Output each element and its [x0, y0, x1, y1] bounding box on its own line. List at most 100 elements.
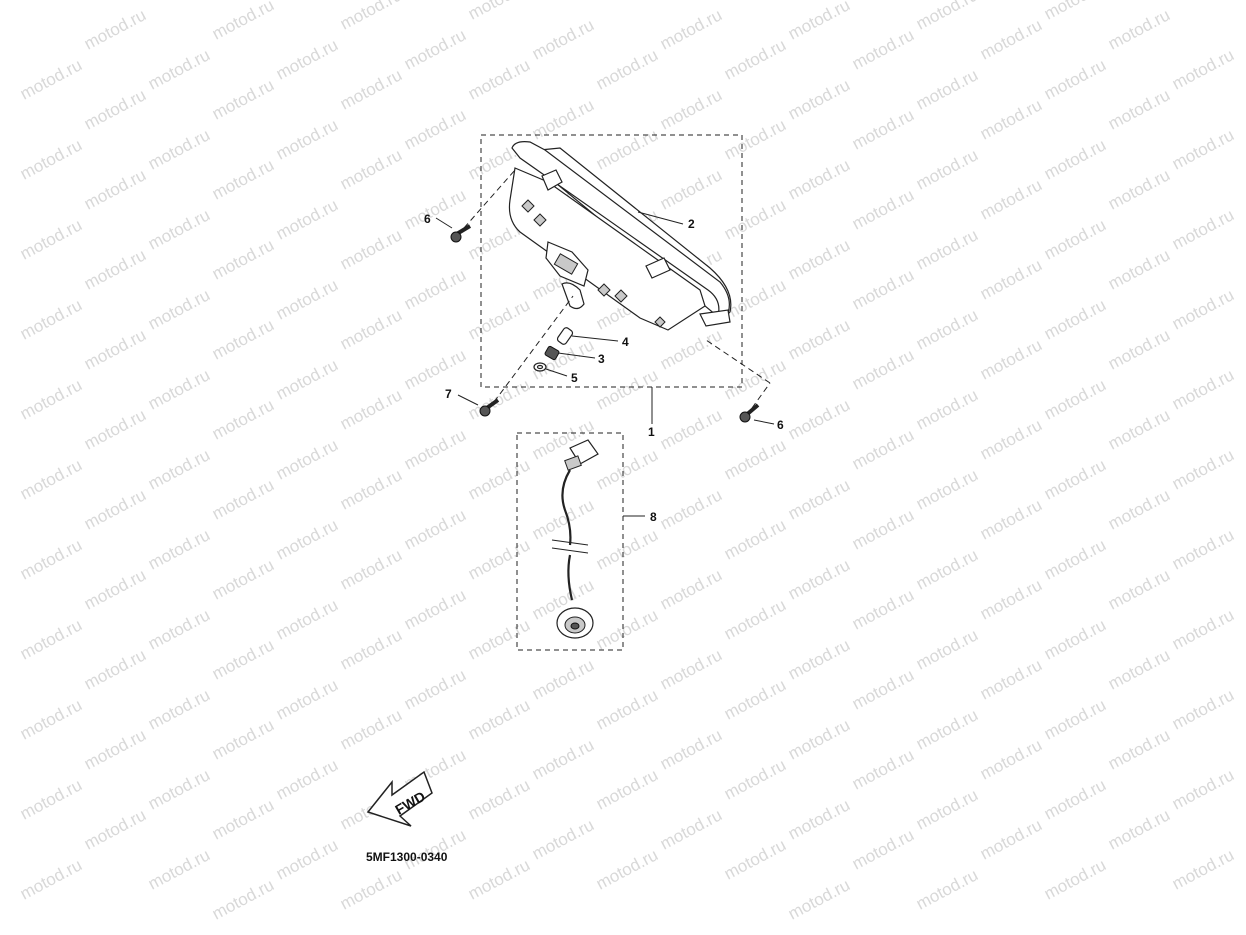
- callout-3: 3: [598, 352, 605, 366]
- watermark-text: motod.ru: [17, 375, 85, 423]
- watermark-text: motod.ru: [17, 135, 85, 183]
- watermark-text: motod.ru: [977, 415, 1045, 463]
- watermark-text: motod.ru: [593, 45, 661, 93]
- watermark-text: motod.ru: [1041, 135, 1109, 183]
- watermark-text: motod.ru: [209, 395, 277, 443]
- watermark-text: motod.ru: [1169, 605, 1237, 653]
- watermark-text: motod.ru: [465, 615, 533, 663]
- watermark-text: motod.ru: [401, 665, 469, 713]
- watermark-text: motod.ru: [337, 865, 405, 913]
- watermark-text: motod.ru: [849, 345, 917, 393]
- watermark-text: motod.ru: [273, 195, 341, 243]
- watermark-text: motod.ru: [17, 295, 85, 343]
- sensor-harness: [551, 439, 599, 639]
- watermark-text: motod.ru: [1041, 615, 1109, 663]
- watermark-text: motod.ru: [1105, 405, 1173, 453]
- watermark-text: motod.ru: [273, 115, 341, 163]
- watermark-text: motod.ru: [785, 235, 853, 283]
- watermark-text: motod.ru: [465, 775, 533, 823]
- watermark-text: motod.ru: [657, 165, 725, 213]
- watermark-text: motod.ru: [273, 675, 341, 723]
- watermark-text: motod.ru: [465, 535, 533, 583]
- watermark-text: motod.ru: [1041, 295, 1109, 343]
- watermark-text: motod.ru: [913, 385, 981, 433]
- watermark-text: motod.ru: [465, 855, 533, 903]
- fwd-arrow-icon: FWD: [366, 770, 433, 827]
- watermark-text: motod.ru: [337, 465, 405, 513]
- watermark-text: motod.ru: [81, 645, 149, 693]
- bulb-part: [556, 327, 574, 345]
- watermark-text: motod.ru: [1105, 645, 1173, 693]
- watermark-text: motod.ru: [913, 545, 981, 593]
- watermark-text: motod.ru: [273, 275, 341, 323]
- watermark-text: motod.ru: [913, 305, 981, 353]
- watermark-text: motod.ru: [209, 315, 277, 363]
- watermark-text: motod.ru: [1105, 5, 1173, 53]
- watermark-text: motod.ru: [849, 105, 917, 153]
- watermark-text: motod.ru: [721, 515, 789, 563]
- watermark-text: motod.ru: [337, 385, 405, 433]
- watermark-text: motod.ru: [401, 585, 469, 633]
- watermark-text: motod.ru: [913, 465, 981, 513]
- watermark-text: motod.ru: [721, 595, 789, 643]
- watermark-text: motod.ru: [337, 305, 405, 353]
- watermark-text: motod.ru: [209, 635, 277, 683]
- watermark-text: motod.ru: [209, 715, 277, 763]
- callout-1: 1: [648, 425, 655, 439]
- watermark-text: motod.ru: [17, 775, 85, 823]
- watermark-text: motod.ru: [1169, 445, 1237, 493]
- watermark-text: motod.ru: [401, 505, 469, 553]
- watermark-text: motod.ru: [81, 245, 149, 293]
- watermark-text: motod.ru: [785, 555, 853, 603]
- assembly-1-box: [480, 134, 743, 388]
- callout-2: 2: [688, 217, 695, 231]
- watermark-text: motod.ru: [1169, 525, 1237, 573]
- watermark-text: motod.ru: [145, 125, 213, 173]
- watermark-text: motod.ru: [17, 695, 85, 743]
- watermark-text: motod.ru: [593, 605, 661, 653]
- washer-part: [533, 362, 547, 372]
- watermark-text: motod.ru: [529, 95, 597, 143]
- watermark-text: motod.ru: [721, 675, 789, 723]
- watermark-text: motod.ru: [145, 45, 213, 93]
- watermark-text: motod.ru: [209, 155, 277, 203]
- watermark-text: motod.ru: [657, 645, 725, 693]
- socket-part: [544, 345, 560, 361]
- watermark-text: motod.ru: [849, 585, 917, 633]
- watermark-text: motod.ru: [17, 55, 85, 103]
- watermark-text: motod.ru: [849, 825, 917, 873]
- watermark-text: motod.ru: [209, 475, 277, 523]
- watermark-text: motod.ru: [529, 735, 597, 783]
- watermark-text: motod.ru: [465, 0, 533, 24]
- watermark-text: motod.ru: [1169, 125, 1237, 173]
- watermark-text: motod.ru: [849, 505, 917, 553]
- watermark-text: motod.ru: [977, 175, 1045, 223]
- watermark-text: motod.ru: [721, 35, 789, 83]
- watermark-text: motod.ru: [145, 765, 213, 813]
- watermark-text: motod.ru: [401, 345, 469, 393]
- watermark-text: motod.ru: [17, 535, 85, 583]
- watermark-text: motod.ru: [401, 265, 469, 313]
- watermark-text: motod.ru: [785, 715, 853, 763]
- watermark-text: motod.ru: [785, 395, 853, 443]
- watermark-text: motod.ru: [81, 725, 149, 773]
- watermark-text: motod.ru: [273, 355, 341, 403]
- watermark-text: motod.ru: [1041, 55, 1109, 103]
- watermark-text: motod.ru: [657, 85, 725, 133]
- watermark-text: motod.ru: [593, 125, 661, 173]
- watermark-text: motod.ru: [977, 495, 1045, 543]
- watermark-text: motod.ru: [465, 455, 533, 503]
- callout-8: 8: [650, 510, 657, 524]
- watermark-text: motod.ru: [977, 255, 1045, 303]
- watermark-text: motod.ru: [657, 5, 725, 53]
- watermark-text: motod.ru: [785, 75, 853, 123]
- watermark-text: motod.ru: [977, 575, 1045, 623]
- watermark-text: motod.ru: [17, 615, 85, 663]
- watermark-text: motod.ru: [145, 685, 213, 733]
- watermark-text: motod.ru: [1169, 205, 1237, 253]
- watermark-text: motod.ru: [977, 655, 1045, 703]
- callout-4: 4: [622, 335, 629, 349]
- watermark-text: motod.ru: [273, 35, 341, 83]
- watermark-text: motod.ru: [337, 545, 405, 593]
